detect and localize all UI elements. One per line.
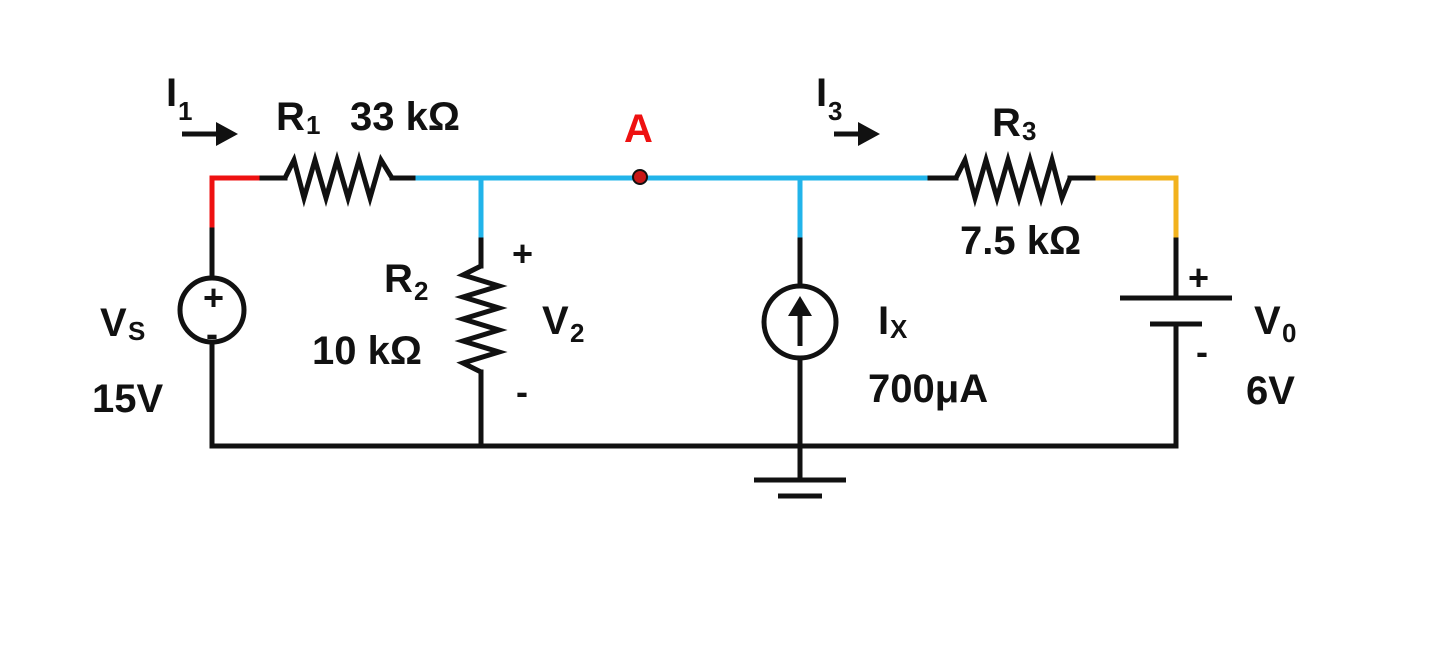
ix-subscript: X <box>890 314 908 344</box>
wires <box>209 175 1179 483</box>
v2-minus-sign: - <box>516 371 528 412</box>
i3-subscript: 3 <box>828 96 842 126</box>
v2-symbol: V <box>542 299 569 343</box>
r2-value: 10 kΩ <box>312 329 422 373</box>
i1-arrow-icon <box>182 122 238 146</box>
ix-current-source-icon <box>761 283 839 361</box>
node-a-label: A <box>624 107 653 151</box>
v2-plus-sign: + <box>512 233 533 274</box>
r1-symbol: R <box>276 95 305 139</box>
i1-subscript: 1 <box>178 96 192 126</box>
r3-subscript: 3 <box>1022 116 1036 146</box>
v0-top-wire <box>1095 175 1179 243</box>
r3-value: 7.5 kΩ <box>960 219 1081 263</box>
r1-value: 33 kΩ <box>350 95 460 139</box>
vs-value: 15V <box>92 377 163 421</box>
r2-symbol: R <box>384 257 413 301</box>
vs-source-icon <box>177 275 247 345</box>
ix-symbol: I <box>878 299 889 343</box>
v0-battery-icon <box>1120 295 1232 327</box>
ground-icon <box>754 477 846 499</box>
vs-minus-sign: - <box>206 313 218 354</box>
v0-symbol: V <box>1254 299 1281 343</box>
v0-subscript: 0 <box>1282 318 1296 348</box>
vs-plus-sign: + <box>203 277 224 318</box>
node-a-dot <box>632 169 648 185</box>
ix-value: 700μA <box>868 367 988 411</box>
v0-plus-sign: + <box>1188 257 1209 298</box>
i3-arrow-icon <box>834 122 880 146</box>
r3-symbol: R <box>992 101 1021 145</box>
r1-resistor-icon <box>282 151 395 208</box>
i1-symbol: I <box>166 71 177 115</box>
r2-resistor-icon <box>454 263 508 375</box>
vs-subscript: S <box>128 316 145 346</box>
vs-symbol: V <box>100 301 127 345</box>
v2-subscript: 2 <box>570 318 584 348</box>
v0-value: 6V <box>1246 369 1295 413</box>
r1-subscript: 1 <box>306 110 320 140</box>
v0-minus-sign: - <box>1196 331 1208 372</box>
r3-resistor-icon <box>953 150 1073 208</box>
vs-top-wire <box>209 175 265 263</box>
r2-subscript: 2 <box>414 276 428 306</box>
i3-symbol: I <box>816 71 827 115</box>
